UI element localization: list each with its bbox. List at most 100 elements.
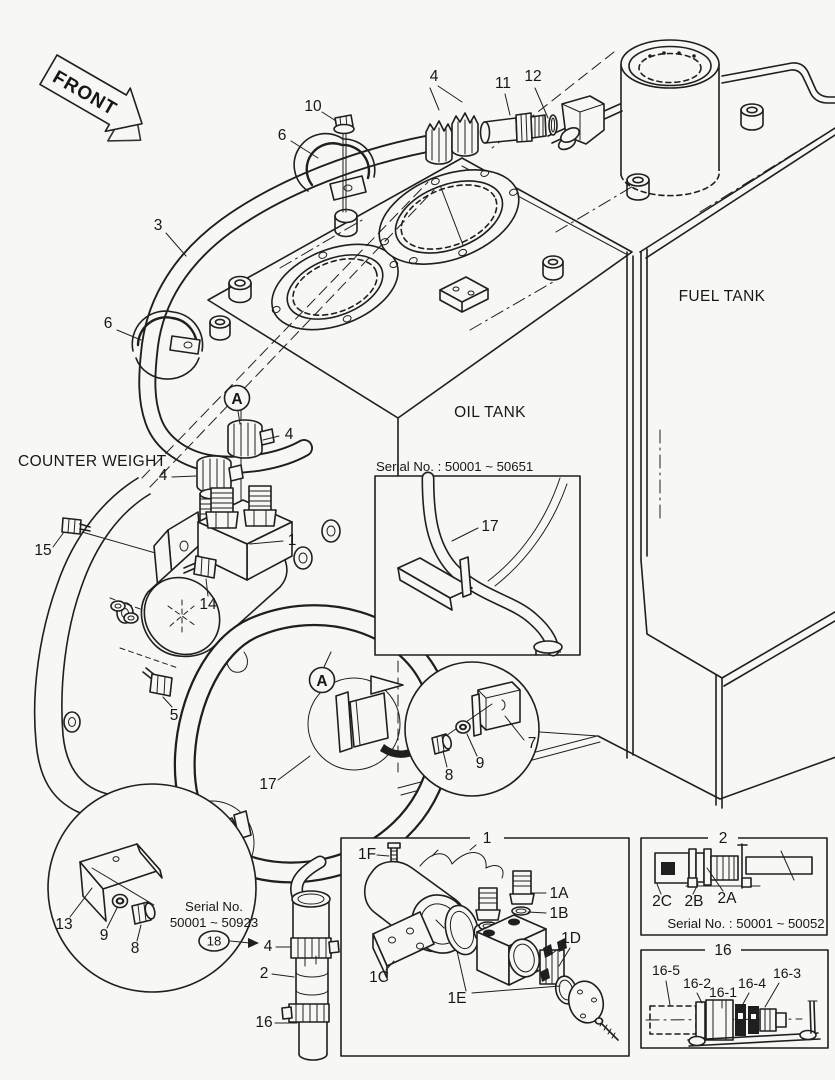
bolt-5 [142, 667, 173, 697]
callout-4-top: 4 [430, 68, 439, 85]
fittings-1a [475, 870, 535, 921]
label-1a: 1A [550, 885, 570, 902]
label-16-5: 16-5 [652, 962, 680, 978]
bolt-8 [431, 733, 453, 755]
bracket-13 [79, 843, 163, 922]
label-1c: 1C [369, 969, 389, 986]
inset-bracket-1c [372, 911, 435, 979]
label-16-3: 16-3 [773, 965, 801, 981]
label-16-2: 16-2 [683, 975, 711, 991]
callout-7: 7 [528, 735, 537, 752]
pipe-clamp-lower [281, 1003, 330, 1023]
callout-2: 2 [260, 965, 269, 982]
fuel-tank: FUEL TANK [491, 39, 835, 809]
clamp-detail-circle-mid [307, 677, 401, 771]
label-2b: 2B [685, 893, 704, 910]
breather-caps-4 [425, 112, 479, 165]
tube-drawing [654, 843, 813, 889]
inset-pump-exploded: 1 [340, 830, 630, 1057]
callout-8-detail: 8 [445, 767, 454, 784]
mount-boss [334, 208, 358, 238]
inset-tube-assembly: 2 2C 2B 2A Serial No. : 50001 ~ 50052 [640, 830, 828, 936]
label-1e: 1E [448, 990, 467, 1007]
fitting-11 [479, 112, 547, 144]
tank-opening-flange [378, 169, 520, 265]
callout-17-inset: 17 [481, 518, 498, 535]
inset-valve-assembly: 16 16-5 16-2 16-1 16-4 16- [640, 942, 829, 1049]
callout-8-inset: 8 [131, 940, 140, 957]
hose-clamp-6-left [131, 310, 204, 380]
hose-clamp-4-lower [196, 455, 244, 494]
view-marker-a-lower: A [316, 673, 327, 690]
bolt-14 [183, 555, 217, 579]
front-direction-arrow: FRONT [39, 54, 143, 142]
washer-9 [455, 720, 471, 734]
callout-6-top: 6 [278, 127, 287, 144]
o-ring-12 [548, 114, 558, 136]
bolt-10 [333, 114, 355, 213]
counterweight: COUNTER WEIGHT [18, 181, 435, 826]
serial-note-main-line1: Serial No. [185, 899, 243, 914]
clamp-bracket-7 [439, 681, 521, 741]
callout-12: 12 [524, 68, 541, 85]
serial-note-main-line2: 50001 ~ 50923 [170, 915, 258, 930]
mount-boss [209, 315, 231, 341]
callout-1: 1 [288, 532, 297, 549]
callout-11: 11 [495, 75, 511, 92]
mount-boss [626, 173, 650, 201]
threaded-stud [205, 487, 239, 529]
valve-drawing [645, 999, 821, 1047]
label-1f: 1F [358, 846, 376, 863]
callout-5: 5 [170, 707, 179, 724]
mount-boss [228, 275, 252, 304]
callout-10: 10 [304, 98, 322, 115]
callout-6-left: 6 [104, 315, 113, 332]
callout-4-mid-upper: 4 [285, 426, 294, 443]
detail-circle-1398 [47, 783, 257, 993]
label-16-1: 16-1 [709, 984, 737, 1000]
pipe-16 [298, 1021, 328, 1061]
detail-circle-789 [404, 661, 540, 797]
callout-14: 14 [199, 596, 217, 613]
oil-tank-label: OIL TANK [454, 404, 526, 421]
bolt-8 [131, 901, 156, 925]
label-2c: 2C [652, 893, 672, 910]
callout-9-detail: 9 [476, 755, 485, 772]
hose-clamp-4-upper [227, 419, 275, 459]
down-pipe-assembly [281, 890, 340, 1061]
serial-note-inset2: Serial No. : 50001 ~ 50052 [667, 916, 824, 931]
bolt-15 [61, 517, 91, 535]
mount-boss [542, 255, 564, 281]
hose-clamp-6-top [293, 132, 376, 201]
inset-pump-title: 1 [483, 830, 492, 847]
label-2a: 2A [718, 890, 738, 907]
view-marker-18: 18 [207, 934, 222, 949]
callout-3: 3 [154, 217, 163, 234]
tank-opening-flange [271, 243, 399, 331]
callout-16: 16 [255, 1014, 272, 1031]
pipe-section-2 [295, 955, 329, 1007]
callout-4-pipe: 4 [264, 938, 273, 955]
callout-15: 15 [34, 542, 51, 559]
washer-9 [111, 893, 129, 909]
cover-screw [594, 1017, 619, 1041]
callout-4-mid-lower: 4 [159, 467, 168, 484]
pump-wires [419, 852, 504, 879]
elbow-fitting [560, 95, 605, 145]
inset-pump-body [476, 914, 547, 986]
serial-note-inset17: Serial No. : 50001 ~ 50651 [376, 459, 533, 474]
fuel-filler-neck [620, 39, 721, 197]
oil-tank: OIL TANK [207, 157, 634, 796]
callout-13: 13 [55, 916, 72, 933]
cover-plate [567, 980, 605, 1024]
pipe-clamp-4 [290, 937, 340, 959]
label-1d: 1D [561, 930, 581, 947]
inset-tube-title: 2 [719, 830, 728, 847]
label-1b: 1B [550, 905, 569, 922]
callout-9-inset: 9 [100, 927, 109, 944]
callout-17-main: 17 [259, 776, 276, 793]
fuel-tank-label: FUEL TANK [679, 288, 766, 305]
label-16-4: 16-4 [738, 975, 766, 991]
